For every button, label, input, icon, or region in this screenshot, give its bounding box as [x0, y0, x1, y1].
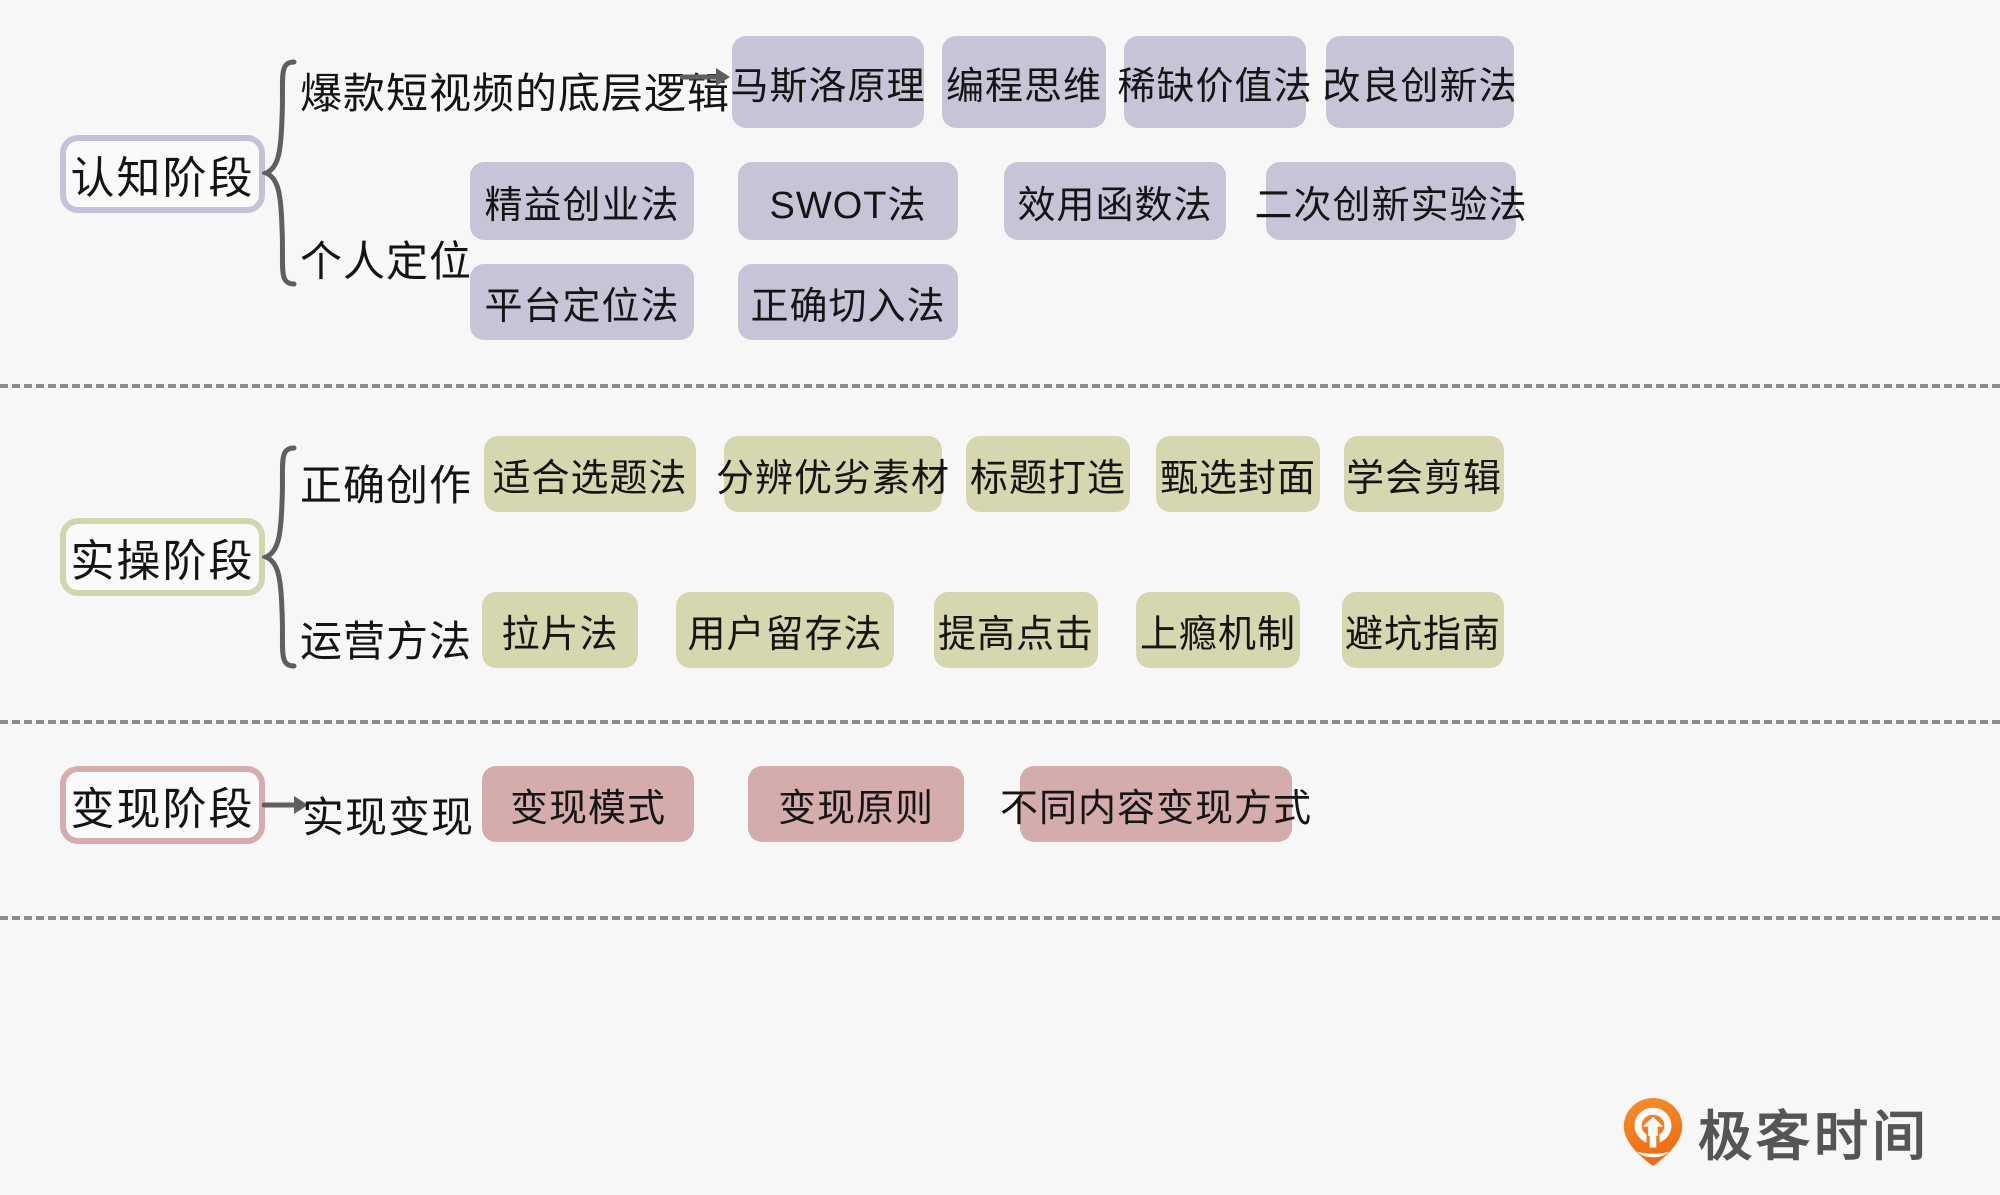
branch-label-correct-creation: 正确创作: [300, 462, 473, 509]
node-label: 二次创新实验法: [1254, 184, 1528, 227]
node-label: 拉片法: [501, 613, 619, 656]
node-correct-entry[interactable]: 正确切入法: [738, 264, 958, 340]
node-title-crafting[interactable]: 标题打造: [966, 436, 1130, 512]
node-label: 变现模式: [509, 787, 666, 830]
section-divider-3: [0, 916, 2000, 920]
brand-logo: 极客时间: [1622, 1092, 1930, 1171]
stage-chip-monetization-label: 变现阶段: [70, 785, 255, 834]
node-addiction-mechanism[interactable]: 上瘾机制: [1136, 592, 1300, 668]
brace-practice: [262, 445, 297, 669]
node-learn-editing[interactable]: 学会剪辑: [1344, 436, 1504, 512]
node-suitable-topic[interactable]: 适合选题法: [484, 436, 696, 512]
section-divider-1: [0, 384, 2000, 388]
node-distinguish-material[interactable]: 分辨优劣素材: [716, 436, 949, 512]
node-label: 学会剪辑: [1345, 457, 1502, 500]
node-monetization-principles[interactable]: 变现原则: [748, 766, 964, 842]
node-film-analysis[interactable]: 拉片法: [482, 592, 638, 668]
branch-label-achieve-monetization: 实现变现: [302, 794, 475, 841]
brace-cognition: [262, 59, 297, 287]
branch-label-underlying-logic: 爆款短视频的底层逻辑: [300, 70, 731, 117]
node-label: SWOT法: [769, 184, 927, 227]
node-pitfall-guide[interactable]: 避坑指南: [1342, 592, 1504, 668]
node-platform-positioning[interactable]: 平台定位法: [470, 264, 694, 340]
node-content-monetization-methods[interactable]: 不同内容变现方式: [1000, 766, 1311, 842]
arrow-underlying-logic: [680, 68, 730, 86]
node-maslow[interactable]: 马斯洛原理: [730, 36, 926, 128]
branch-label-personal-positioning: 个人定位: [300, 238, 473, 285]
stage-chip-practice-label: 实操阶段: [70, 537, 255, 586]
brand-name: 极客时间: [1698, 1107, 1930, 1167]
node-utility-function[interactable]: 效用函数法: [1004, 162, 1226, 240]
node-swot[interactable]: SWOT法: [738, 162, 958, 240]
arrow-achieve-monetization: [262, 796, 308, 814]
node-label: 变现原则: [777, 787, 934, 830]
node-improvement-innovation[interactable]: 改良创新法: [1323, 36, 1517, 128]
node-monetization-model[interactable]: 变现模式: [482, 766, 694, 842]
geektime-pin-icon: [1623, 1097, 1683, 1166]
node-label: 正确切入法: [750, 285, 946, 328]
branch-label-operation-methods: 运营方法: [300, 618, 473, 665]
section-divider-2: [0, 720, 2000, 724]
node-label: 避坑指南: [1344, 613, 1501, 656]
stage-chip-cognition-label: 认知阶段: [70, 154, 255, 203]
node-lean-startup[interactable]: 精益创业法: [470, 162, 694, 240]
node-label: 精益创业法: [484, 184, 680, 227]
node-select-cover[interactable]: 甄选封面: [1156, 436, 1320, 512]
node-label: 不同内容变现方式: [1000, 787, 1313, 830]
node-label: 提高点击: [937, 613, 1094, 656]
node-label: 适合选题法: [492, 457, 688, 500]
stage-chip-monetization[interactable]: 变现阶段: [60, 766, 265, 844]
node-label: 分辨优劣素材: [716, 457, 951, 500]
node-label: 稀缺价值法: [1117, 65, 1313, 108]
node-label: 效用函数法: [1017, 184, 1213, 227]
node-increase-clicks[interactable]: 提高点击: [934, 592, 1098, 668]
stage-chip-practice[interactable]: 实操阶段: [60, 518, 265, 596]
stage-chip-cognition[interactable]: 认知阶段: [60, 135, 265, 213]
node-label: 马斯洛原理: [730, 65, 926, 108]
node-user-retention[interactable]: 用户留存法: [676, 592, 894, 668]
node-label: 甄选封面: [1159, 457, 1316, 500]
node-secondary-innovation-experiment[interactable]: 二次创新实验法: [1255, 162, 1527, 240]
node-label: 上瘾机制: [1139, 613, 1296, 656]
node-label: 用户留存法: [687, 613, 883, 656]
node-programming-thinking[interactable]: 编程思维: [942, 36, 1106, 128]
node-label: 标题打造: [969, 457, 1126, 500]
node-scarcity-value[interactable]: 稀缺价值法: [1118, 36, 1312, 128]
node-label: 改良创新法: [1322, 65, 1518, 108]
node-label: 平台定位法: [484, 285, 680, 328]
node-label: 编程思维: [945, 65, 1102, 108]
